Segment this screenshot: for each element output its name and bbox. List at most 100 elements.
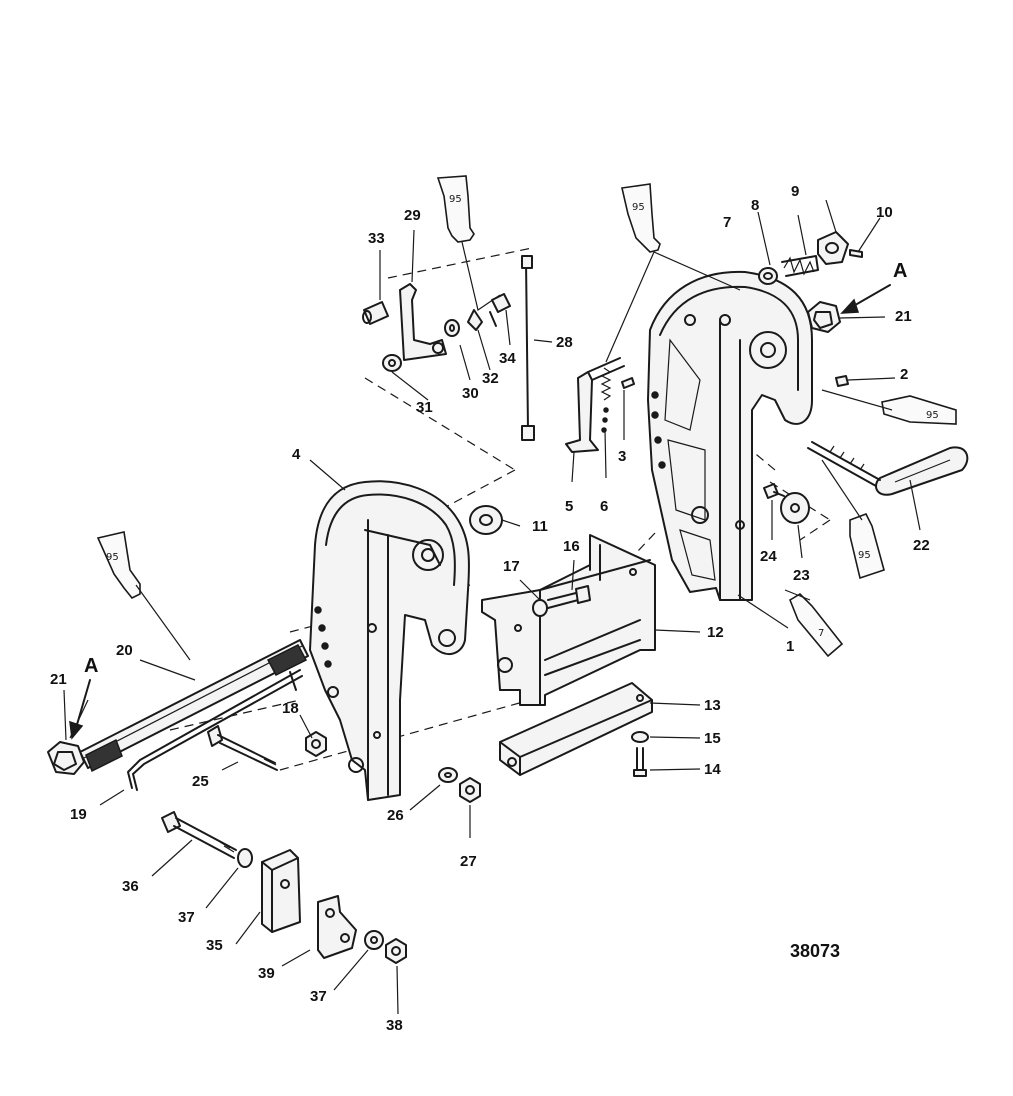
spring-part-6 — [600, 367, 612, 433]
tube-label: 95 — [858, 550, 871, 561]
washer-part-15 — [631, 731, 649, 743]
tube-label: 7 — [818, 628, 824, 639]
tilt-tube-part-20 — [79, 639, 309, 773]
nut-part-21-right — [807, 301, 841, 333]
callout-13: 13 — [704, 697, 721, 714]
sealant-tube-95-left: 95 — [96, 531, 141, 600]
view-marker-label: A — [893, 260, 907, 282]
view-arrow-a-right: A — [840, 260, 907, 314]
callout-36: 36 — [122, 878, 139, 895]
callout-10: 10 — [876, 204, 893, 221]
leader-lines — [63, 199, 921, 1015]
callout-38: 38 — [386, 1017, 403, 1034]
callout-16: 16 — [563, 538, 580, 555]
callout-24: 24 — [760, 548, 777, 565]
washer-part-17 — [532, 599, 548, 617]
pin-part-10 — [849, 249, 863, 258]
nut-part-18 — [305, 731, 327, 757]
callout-33: 33 — [368, 230, 385, 247]
drawing-number: 38073 — [790, 941, 840, 961]
right-clamp-bracket-part-1 — [647, 270, 813, 601]
view-arrow-a-left: A — [69, 655, 98, 740]
view-marker-label: A — [84, 655, 98, 677]
callout-1: 1 — [786, 638, 794, 655]
callout-34: 34 — [499, 350, 516, 367]
screw-part-14 — [633, 747, 647, 777]
knob-part-23 — [780, 492, 810, 524]
clip-part-32 — [467, 309, 483, 331]
knob-part-9 — [817, 231, 849, 265]
callout-8: 8 — [751, 197, 759, 214]
spring-part-8 — [781, 255, 819, 277]
plate-part-39 — [317, 895, 357, 959]
callout-26: 26 — [387, 807, 404, 824]
handle-part-22 — [807, 441, 969, 496]
callout-20: 20 — [116, 642, 133, 659]
callout-6: 6 — [600, 498, 608, 515]
callout-30: 30 — [462, 385, 479, 402]
lock-lever-part-5 — [565, 357, 625, 453]
callout-28: 28 — [556, 334, 573, 351]
callout-14: 14 — [704, 761, 721, 778]
callout-25: 25 — [192, 773, 209, 790]
callout-4: 4 — [292, 446, 301, 463]
callout-9: 9 — [791, 183, 799, 200]
washer-part-26 — [438, 767, 458, 783]
tube-label: 95 — [632, 202, 645, 213]
pin-part-3 — [621, 377, 635, 389]
callout-27: 27 — [460, 853, 477, 870]
sealant-tube-95-right-lower: 95 — [849, 512, 885, 580]
callout-2: 2 — [900, 366, 908, 383]
lever-part-29 — [399, 283, 447, 361]
callout-11: 11 — [532, 518, 548, 535]
sealant-tube-7-right: 7 — [789, 592, 844, 658]
callout-31: 31 — [416, 399, 433, 416]
callout-29: 29 — [404, 207, 421, 224]
callout-7: 7 — [723, 214, 731, 231]
callout-18: 18 — [282, 700, 299, 717]
nut-part-21-left — [47, 741, 85, 775]
washer-part-11 — [469, 505, 503, 535]
tube-label: 95 — [926, 410, 939, 421]
callout-37-lower: 37 — [310, 988, 327, 1005]
nut-part-38 — [385, 938, 407, 964]
callout-39: 39 — [258, 965, 275, 982]
washer-part-37-upper — [237, 848, 253, 868]
callout-37-upper: 37 — [178, 909, 195, 926]
washer-part-37-lower — [364, 930, 384, 950]
callout-22: 22 — [913, 537, 930, 554]
callout-5: 5 — [565, 498, 573, 515]
sealant-tube-95-top-left: 95 — [436, 175, 475, 243]
callout-17: 17 — [503, 558, 520, 575]
callout-23: 23 — [793, 567, 810, 584]
callout-21-left: 21 — [50, 671, 67, 688]
screw-part-34 — [489, 293, 511, 327]
pad-part-13 — [499, 682, 653, 776]
pin-part-2 — [835, 375, 849, 387]
screw-part-24 — [763, 483, 785, 499]
bolt-part-25 — [207, 725, 278, 771]
nut-part-27 — [459, 777, 481, 803]
callout-21-right: 21 — [895, 308, 912, 325]
callout-labels: 1 2 3 4 5 6 7 8 9 10 11 12 13 14 15 16 1… — [50, 183, 930, 1034]
callout-3: 3 — [618, 448, 626, 465]
tube-label: 95 — [106, 552, 119, 563]
bolt-part-36 — [161, 811, 237, 859]
sealant-tube-95-right-upper: 95 — [881, 395, 957, 425]
left-clamp-bracket-part-4 — [309, 480, 470, 801]
center-bracket-part-12 — [481, 534, 656, 706]
washer-part-30 — [444, 319, 460, 337]
bushing-part-7 — [758, 267, 778, 285]
plate-part-35 — [261, 849, 301, 933]
callout-12: 12 — [707, 624, 724, 641]
washer-part-31 — [382, 354, 402, 372]
tube-label: 95 — [449, 194, 462, 205]
sleeve-part-33 — [362, 301, 389, 325]
bolt-part-16 — [547, 585, 591, 609]
callout-15: 15 — [704, 730, 721, 747]
sealant-tube-95-top-right: 95 — [621, 183, 661, 253]
tilt-rod-part-19 — [127, 669, 303, 791]
callout-32: 32 — [482, 370, 499, 387]
callout-35: 35 — [206, 937, 223, 954]
